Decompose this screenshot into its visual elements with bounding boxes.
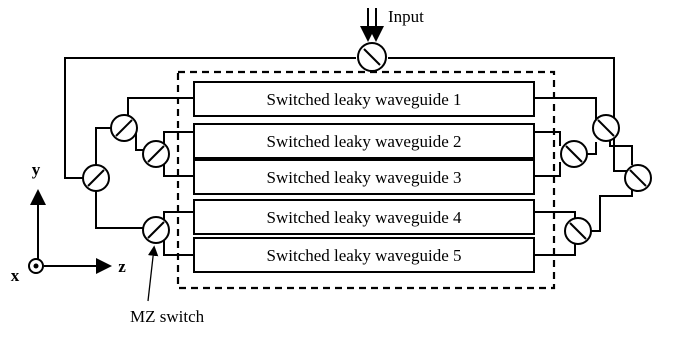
mz-switch-icon (142, 216, 170, 244)
left-switch-icon (82, 164, 110, 192)
left-switch-icon (110, 114, 138, 142)
coordinate-axes (28, 189, 112, 274)
mz-switch-pointer (147, 245, 159, 302)
right-switch-icon (592, 114, 620, 142)
waveguide-1: Switched leaky waveguide 1 (193, 81, 535, 117)
right-switch-icon (560, 140, 588, 168)
input-arrow (360, 8, 384, 42)
waveguide-5-label: Switched leaky waveguide 5 (267, 246, 462, 265)
waveguide-2: Switched leaky waveguide 2 (193, 123, 535, 159)
waveguide-3: Switched leaky waveguide 3 (193, 159, 535, 195)
right-switch-icon (564, 217, 592, 245)
waveguide-4-label: Switched leaky waveguide 4 (267, 208, 462, 227)
y-axis-label: y (32, 160, 41, 179)
waveguide-5: Switched leaky waveguide 5 (193, 237, 535, 273)
z-axis-label: z (118, 257, 126, 276)
waveguide-1-label: Switched leaky waveguide 1 (267, 90, 462, 109)
right-switch-icon (624, 164, 652, 192)
dashed-enclosure (176, 70, 556, 290)
mz-switch-label: MZ switch (130, 307, 205, 326)
waveguide-2-label: Switched leaky waveguide 2 (267, 132, 462, 151)
waveguide-4: Switched leaky waveguide 4 (193, 199, 535, 235)
wiring (64, 57, 633, 256)
left-switch-icon (142, 140, 170, 168)
input-label: Input (388, 7, 424, 26)
x-axis-label: x (11, 266, 20, 285)
waveguide-3-label: Switched leaky waveguide 3 (267, 168, 462, 187)
input-switch-icon (357, 42, 387, 72)
